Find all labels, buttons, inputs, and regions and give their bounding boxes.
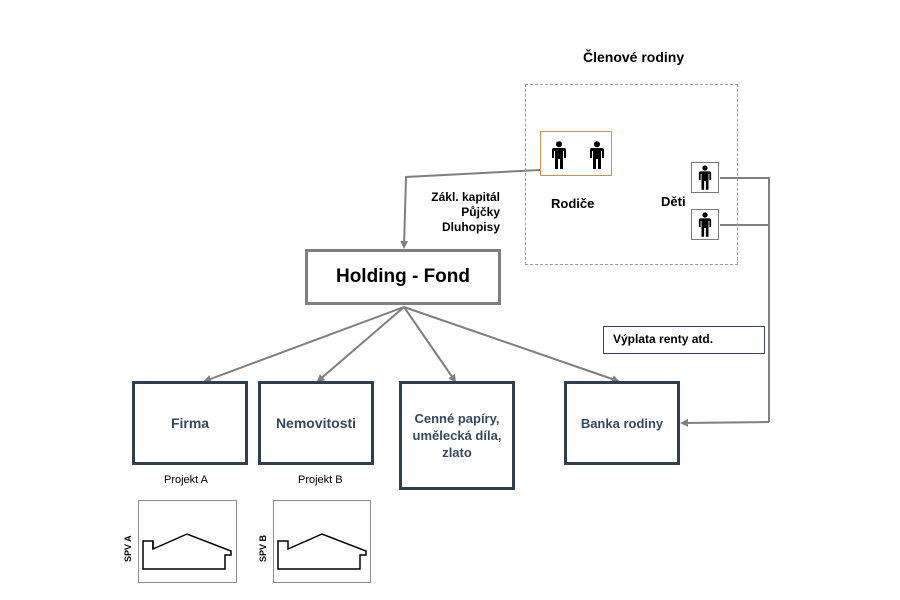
banka-rodiny-box: Banka rodiny [564,381,680,465]
house-icon [142,533,232,570]
nemovitosti-label: Nemovitosti [275,415,357,431]
spv-b-box [273,500,371,583]
project-a-label: Projekt A [164,474,209,486]
holding-fund-box: Holding - Fond [305,249,501,305]
capital-line-3: Dluhopisy [441,220,500,234]
cenne-papiry-label: Cenné papíry, umělecká díla, zlato [412,411,502,460]
banka-rodiny-label: Banka rodiny [580,415,664,431]
spv-b-label: SPV B [258,534,268,562]
spv-a-box [138,500,237,583]
arrow-to-banka [403,306,620,383]
project-b-label: Projekt B [298,474,343,486]
capital-flow-label: Zákl. kapitál Půjčky Dluhopisy [420,190,500,235]
spv-a-label: SPV A [123,535,133,562]
arrow-to-firma [203,306,405,383]
capital-line-1: Zákl. kapitál [431,190,500,204]
person-icon [698,165,712,190]
firma-label: Firma [170,415,210,431]
nemovitosti-box: Nemovitosti [258,381,374,465]
house-icon [277,533,367,570]
parents-box [540,131,612,176]
children-label: Děti [661,194,686,209]
parents-label: Rodiče [551,196,595,211]
family-title: Členové rodiny [583,49,685,65]
capital-line-2: Půjčky [461,205,500,219]
arrow-to-banka-from-children [680,418,770,427]
person-icon [698,212,712,237]
arrow-to-cenne [403,306,457,383]
holding-label: Holding - Fond [335,266,470,287]
rent-note-label: Výplata renty atd. [613,332,714,346]
person-icon [552,141,566,169]
child1-to-bank-line [720,177,770,422]
capital-arrow [400,169,541,249]
child-box [691,209,719,240]
person-icon [590,141,604,169]
family-container [525,84,738,265]
child-box [691,162,719,193]
rent-note: Výplata renty atd. [603,326,765,354]
firma-box: Firma [132,381,248,465]
cenne-papiry-box: Cenné papíry, umělecká díla, zlato [399,381,515,490]
arrow-to-nemovitosti [316,306,405,383]
